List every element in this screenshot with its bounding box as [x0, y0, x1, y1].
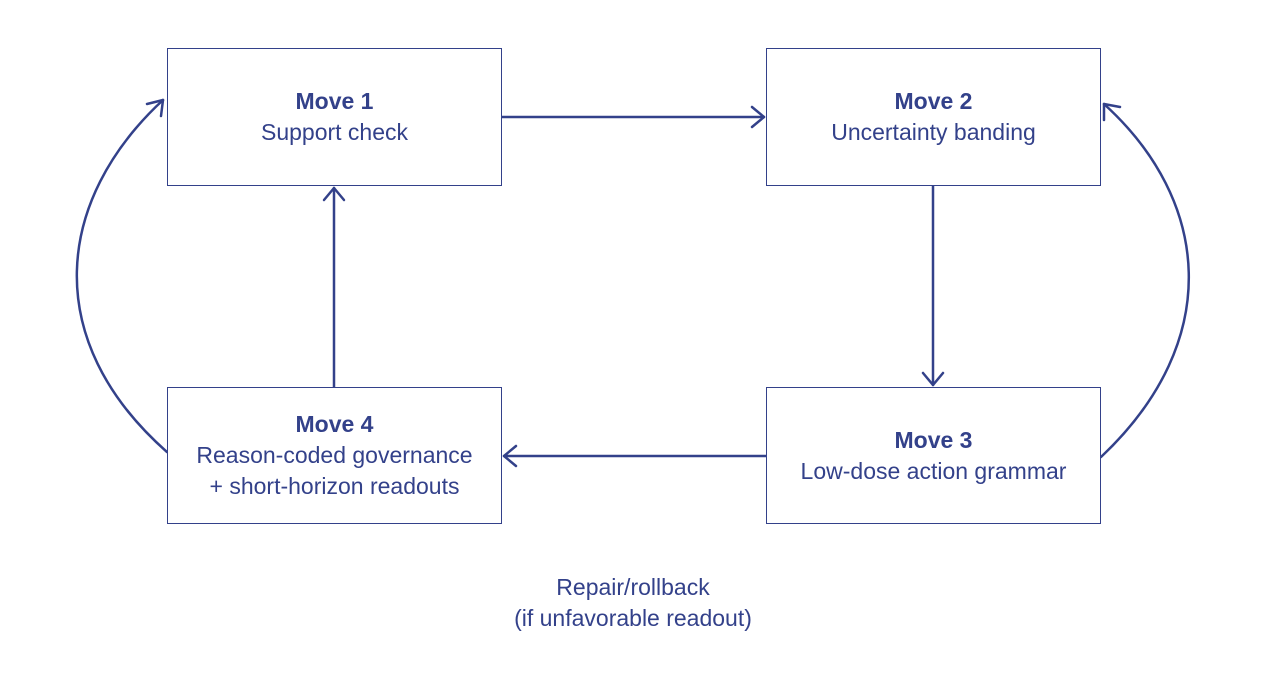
node-move-2-label: Uncertainty banding [831, 119, 1036, 145]
repair-rollback-caption: Repair/rollback (if unfavorable readout) [433, 572, 833, 634]
node-move-1-title: Move 1 [295, 88, 374, 114]
node-move-4-label-line-1: Reason-coded governance [196, 442, 473, 468]
caption-line-1: Repair/rollback [556, 574, 710, 600]
caption-line-2: (if unfavorable readout) [514, 605, 752, 631]
node-move-3-title: Move 3 [894, 426, 973, 453]
node-move-4-label-line-2: + short-horizon readouts [209, 473, 460, 499]
node-move-3-label: Low-dose action grammar [800, 457, 1067, 484]
node-move-1-label: Support check [260, 119, 409, 145]
node-move-4: Move 4 Reason-coded governance + short-h… [167, 387, 502, 524]
node-move-1: Move 1 Support check [167, 48, 502, 186]
arrowhead-curve-right [1102, 102, 1122, 122]
node-move-2-title: Move 2 [894, 88, 973, 114]
arrowhead-curve-left [145, 98, 165, 118]
arrowhead-move3-top [921, 371, 945, 387]
node-move-4-title: Move 4 [295, 411, 374, 437]
node-move-2: Move 2 Uncertainty banding [766, 48, 1101, 186]
arrowhead-move1-bottom [322, 186, 346, 202]
curve-right-move3-to-move2 [1099, 102, 1190, 459]
curve-left-move4-to-move1 [75, 98, 169, 454]
arrowhead-move2-left [750, 105, 766, 129]
arrowhead-move4-right [502, 444, 518, 468]
node-move-3: Move 3 Low-dose action grammar [766, 387, 1101, 524]
